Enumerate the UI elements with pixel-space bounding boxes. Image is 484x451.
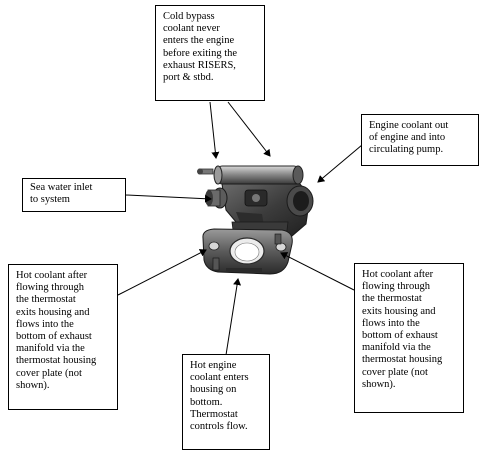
arrow-bypass-left xyxy=(209,101,220,159)
thermostat-housing-photo xyxy=(197,165,314,275)
arrow-engine-out xyxy=(317,144,363,183)
arrow-sea-water xyxy=(125,194,212,203)
callout-hot-coolant-right: Hot coolant after flowing through the th… xyxy=(354,263,464,413)
callout-cold-bypass: Cold bypass coolant never enters the eng… xyxy=(155,5,265,101)
callout-sea-water-inlet: Sea water inlet to system xyxy=(22,178,126,212)
callout-engine-coolant-out: Engine coolant out of engine and into ci… xyxy=(361,114,479,166)
callout-hot-coolant-left: Hot coolant after flowing through the th… xyxy=(8,264,118,410)
arrow-bypass-right xyxy=(227,101,271,157)
callout-hot-engine-coolant: Hot engine coolant enters housing on bot… xyxy=(182,354,270,450)
arrow-hot-right xyxy=(280,252,355,291)
arrow-hot-bottom xyxy=(225,278,242,356)
callout-arrows xyxy=(117,101,363,356)
arrow-hot-left xyxy=(117,249,207,296)
